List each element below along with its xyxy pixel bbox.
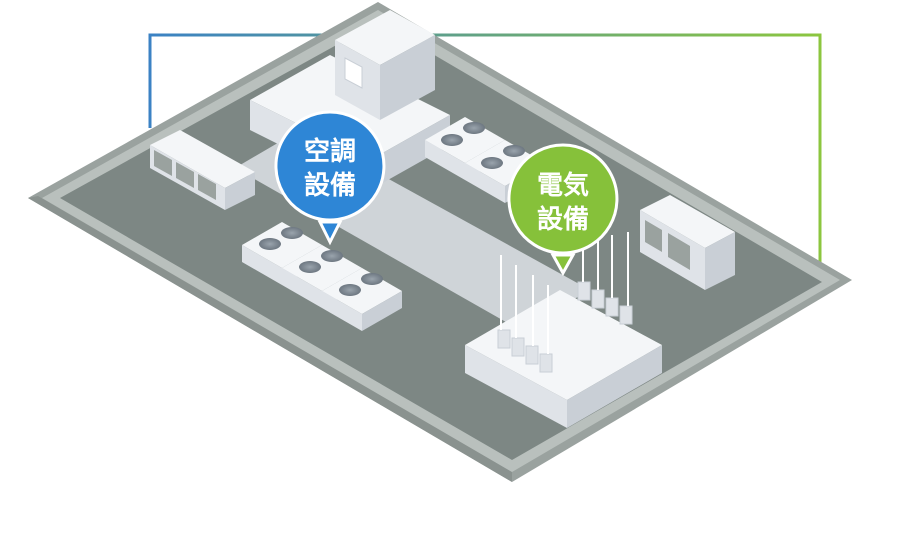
- ac-unit: [322, 268, 402, 331]
- electrical-label-line2: 設備: [537, 204, 589, 235]
- electrical-bubble: 電気 設備: [507, 143, 619, 277]
- window: [344, 57, 363, 89]
- hvac-label-line2: 設備: [304, 170, 356, 201]
- insulator-array: [497, 281, 633, 373]
- penthouse-building: [250, 10, 450, 190]
- electrical-label-line1: 電気: [537, 170, 589, 201]
- ac-unit-group-left: [242, 222, 402, 331]
- duct-right: [640, 195, 735, 290]
- duct-row-left: [150, 130, 255, 210]
- hvac-label-line1: 空調: [304, 136, 356, 167]
- frame-line: [148, 33, 822, 262]
- hvac-bubble: 空調 設備: [274, 110, 386, 246]
